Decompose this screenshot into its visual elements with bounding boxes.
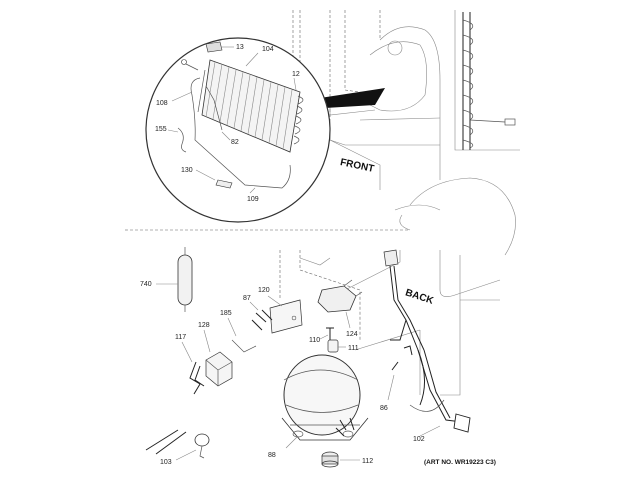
- part-120-bracket: [267, 295, 303, 334]
- callout-88: 88: [268, 452, 276, 459]
- callout-102: 102: [413, 436, 425, 443]
- callout-103: 103: [160, 459, 172, 466]
- callout-130: 130: [181, 167, 193, 174]
- callout-117: 117: [175, 334, 186, 341]
- part-87-screws: [249, 301, 273, 331]
- part-103-clamp: [145, 429, 210, 461]
- part-110-bolt: [319, 327, 334, 340]
- callout-82: 82: [231, 139, 239, 146]
- condenser-coil: [197, 59, 304, 153]
- part-112-cap: [321, 451, 360, 468]
- upper-cabinet-outline: [292, 10, 520, 256]
- part-740-dryer: [156, 247, 193, 312]
- callout-128: 128: [198, 322, 210, 329]
- callout-86: 86: [380, 405, 388, 412]
- part-124-overload: [317, 279, 363, 329]
- callout-104: 104: [262, 46, 274, 53]
- back-label: BACK: [404, 287, 436, 307]
- callout-120: 120: [258, 287, 270, 294]
- callout-109: 109: [247, 196, 259, 203]
- magnified-detail: [145, 37, 331, 223]
- part-185-clip: [227, 317, 257, 353]
- part-86-connector: [387, 345, 413, 401]
- callout-13: 13: [236, 44, 244, 51]
- callout-155: 155: [155, 126, 167, 133]
- callout-740: 740: [140, 281, 152, 288]
- part-117-wire: [181, 341, 205, 395]
- part-13-shape: [205, 41, 223, 53]
- part-88-compressor: [281, 354, 369, 449]
- callout-12: 12: [292, 71, 300, 78]
- part-128-relay: [203, 329, 233, 387]
- magnifier-pointer: [320, 88, 385, 108]
- callout-108: 108: [156, 100, 168, 107]
- callout-87: 87: [243, 295, 251, 302]
- callout-111: 111: [348, 345, 359, 352]
- callout-112: 112: [362, 458, 373, 465]
- callout-110: 110: [309, 337, 320, 344]
- part-102-power-cord: [383, 249, 471, 437]
- callout-185: 185: [220, 310, 232, 317]
- wall-coil: [462, 12, 516, 150]
- art-number: (ART NO. WR19223 C3): [424, 459, 496, 466]
- part-111-grommet: [327, 339, 346, 353]
- callout-124: 124: [346, 331, 358, 338]
